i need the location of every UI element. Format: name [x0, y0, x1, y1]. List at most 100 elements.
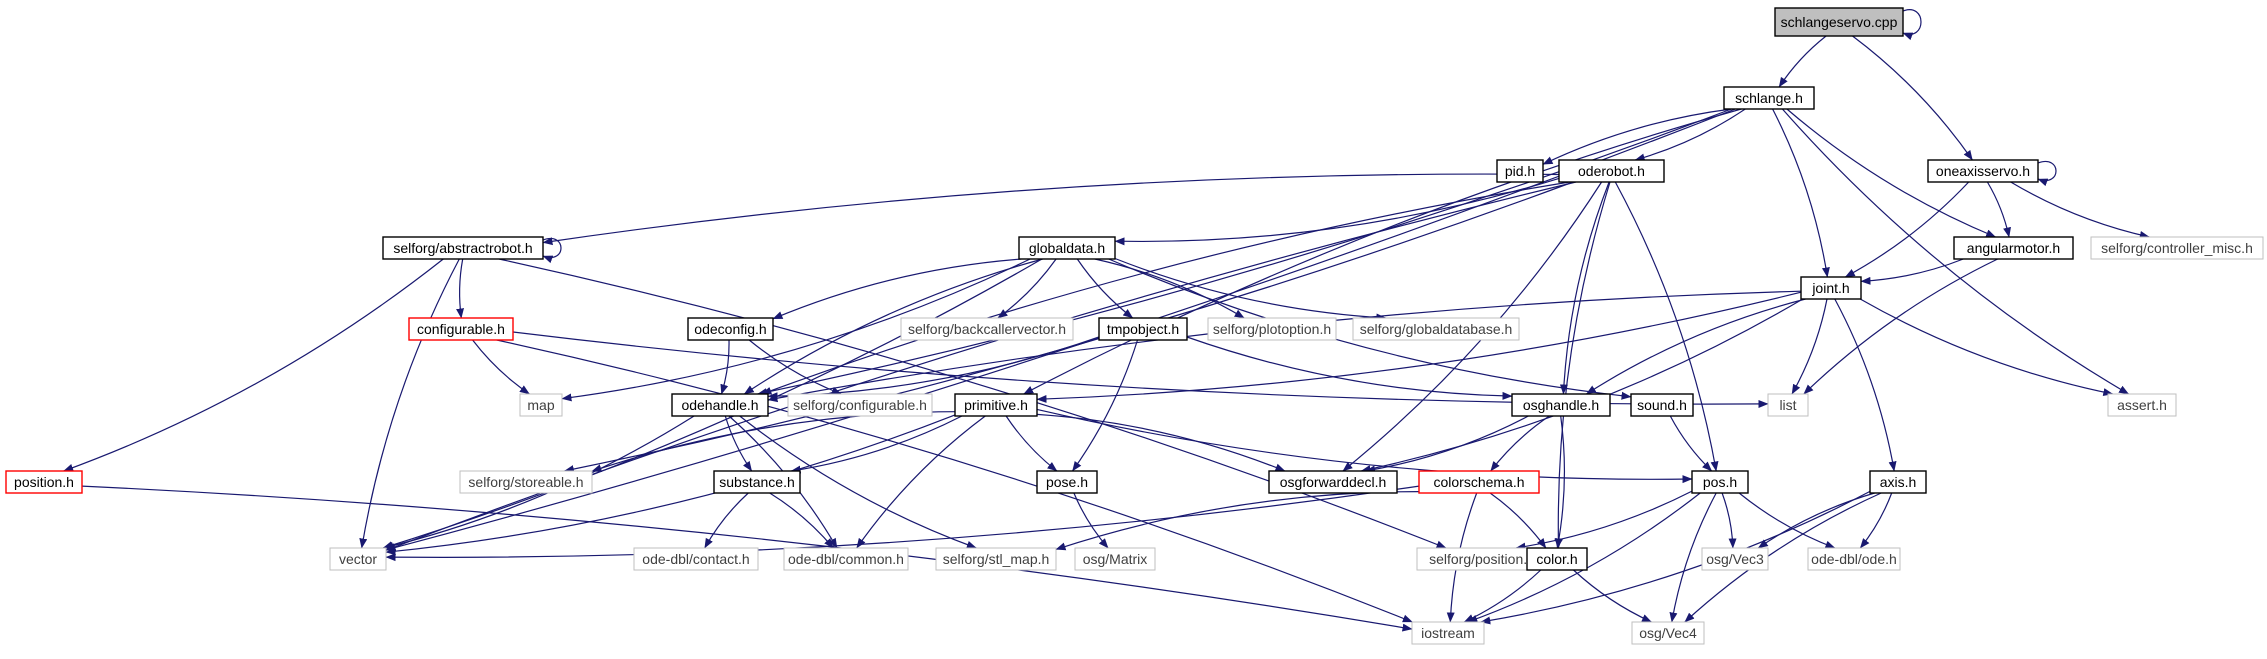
node-box: [954, 393, 1038, 417]
edge-abstractrobot-to-vector: [359, 258, 460, 549]
node-label: vector: [339, 551, 377, 567]
edge-oderobot-to-vector: [385, 181, 1577, 551]
node-sound[interactable]: sound.h: [1630, 393, 1694, 417]
node-box: [2107, 393, 2177, 417]
node-tmpobject[interactable]: tmpobject.h: [1098, 317, 1188, 341]
node-box: [1774, 7, 1904, 37]
edge-globaldata-to-globaldatabase: [1114, 257, 1387, 322]
node-position[interactable]: position.h: [5, 470, 83, 494]
node-label: joint.h: [1811, 280, 1849, 296]
node-globaldata[interactable]: globaldata.h: [1018, 236, 1116, 260]
edge-oderobot-to-osghandle: [1559, 181, 1610, 395]
edge-odehandle-to-vector: [383, 415, 695, 550]
edge-schlange-to-joint: [1772, 108, 1830, 278]
node-abstractrobot[interactable]: selforg/abstractrobot.h: [382, 236, 544, 260]
node-pid[interactable]: pid.h: [1496, 159, 1544, 183]
node-substance[interactable]: substance.h: [713, 470, 801, 494]
node-box: [5, 470, 83, 494]
node-primitive[interactable]: primitive.h: [954, 393, 1038, 417]
edge-oneaxisservo-to-oneaxisservo: [2037, 160, 2057, 187]
node-label: sound.h: [1637, 397, 1687, 413]
node-box: [1207, 317, 1337, 341]
edge-schlange-to-angularmotor: [1786, 108, 1997, 238]
edge-odehandle-to-substance: [724, 415, 753, 472]
node-joint[interactable]: joint.h: [1800, 276, 1862, 300]
node-label: osghandle.h: [1523, 397, 1599, 413]
node-axis[interactable]: axis.h: [1869, 470, 1927, 494]
node-label: ode-dbl/contact.h: [642, 551, 749, 567]
node-angularmotor[interactable]: angularmotor.h: [1953, 236, 2074, 260]
edge-tmpobject-to-pose: [1072, 339, 1139, 472]
edge-globaldata-to-tmpobject: [1076, 258, 1134, 319]
node-osghandle[interactable]: osghandle.h: [1511, 393, 1611, 417]
node-pose[interactable]: pose.h: [1036, 470, 1098, 494]
node-oneaxisservo[interactable]: oneaxisservo.h: [1927, 159, 2039, 183]
edge-position-to-iostream: [81, 485, 1413, 632]
node-oderobot[interactable]: oderobot.h: [1558, 159, 1665, 183]
node-pos[interactable]: pos.h: [1691, 470, 1749, 494]
edge-globaldata-to-plotoption: [1094, 258, 1245, 319]
node-colorschema[interactable]: colorschema.h: [1418, 470, 1540, 494]
node-label: pid.h: [1505, 163, 1535, 179]
node-box: [1352, 317, 1520, 341]
node-box: [787, 393, 933, 417]
edge-osghandle-to-color: [1555, 415, 1566, 549]
node-odeconfig[interactable]: odeconfig.h: [687, 317, 774, 341]
node-label: schlange.h: [1735, 90, 1803, 106]
node-box: [900, 317, 1074, 341]
node-box: [1526, 547, 1588, 571]
edge-pos-to-sel_position: [1515, 490, 1693, 551]
node-schlange[interactable]: schlange.h: [1723, 86, 1815, 110]
edge-schlange-to-oderobot: [1634, 108, 1746, 162]
node-label: selforg/position.h: [1429, 551, 1535, 567]
node-label: selforg/stl_map.h: [943, 551, 1050, 567]
node-vec4: osg/Vec4: [1631, 621, 1705, 645]
node-label: osg/Vec4: [1639, 625, 1697, 641]
node-label: globaldata.h: [1029, 240, 1105, 256]
edge-primitive-to-vector: [385, 414, 956, 556]
node-label: osgforwarddecl.h: [1280, 474, 1387, 490]
node-color[interactable]: color.h: [1526, 547, 1588, 571]
node-label: axis.h: [1880, 474, 1917, 490]
edge-axis-to-vec3: [1757, 492, 1875, 549]
edge-globaldata-to-backcallervector: [997, 258, 1057, 319]
node-label: selforg/configurable.h: [793, 397, 927, 413]
edge-odeconfig-to-odehandle: [720, 339, 730, 395]
node-label: assert.h: [2117, 397, 2167, 413]
node-box: [1496, 159, 1544, 183]
node-label: color.h: [1536, 551, 1577, 567]
edge-sound-to-pos: [1669, 415, 1713, 472]
node-map: map: [519, 393, 563, 417]
edge-globaldata-to-sound: [1108, 258, 1632, 400]
node-box: [1631, 621, 1705, 645]
node-box: [633, 547, 759, 571]
node-label: osg/Vec3: [1706, 551, 1764, 567]
node-box: [1869, 470, 1927, 494]
node-backcallervector: selforg/backcallervector.h: [900, 317, 1074, 341]
node-label: schlangeservo.cpp: [1781, 14, 1898, 30]
edge-globaldata-to-odeconfig: [772, 258, 1022, 320]
edge-globaldata-to-odehandle: [743, 258, 1043, 395]
edge-pose-to-matrix: [1073, 492, 1109, 549]
node-label: odeconfig.h: [694, 321, 766, 337]
edge-color-to-iostream: [1463, 569, 1542, 623]
node-box: [382, 236, 544, 260]
edge-oderobot-to-color: [1554, 181, 1611, 549]
node-globaldatabase: selforg/globaldatabase.h: [1352, 317, 1520, 341]
edge-axis-to-iostream: [1480, 490, 1871, 625]
edge-pos-to-vec4: [1669, 492, 1717, 623]
node-box: [1800, 276, 1862, 300]
edge-globaldata-to-map: [561, 258, 1031, 402]
edge-joint-to-axis: [1834, 298, 1897, 472]
node-label: selforg/abstractrobot.h: [393, 240, 532, 256]
node-layer: schlangeservo.cpp schlange.h oneaxisservo.…: [5, 7, 2264, 645]
node-osgforwarddecl[interactable]: osgforwarddecl.h: [1268, 470, 1398, 494]
node-assert: assert.h: [2107, 393, 2177, 417]
node-box: [1723, 86, 1815, 110]
edge-osghandle-to-osgforwarddecl: [1365, 415, 1529, 474]
edge-angularmotor-to-joint: [1860, 258, 1964, 285]
node-odehandle[interactable]: odehandle.h: [671, 393, 769, 417]
node-box: [687, 317, 774, 341]
node-schlangeservo[interactable]: schlangeservo.cpp: [1774, 7, 1904, 37]
node-configurable[interactable]: configurable.h: [408, 317, 514, 341]
